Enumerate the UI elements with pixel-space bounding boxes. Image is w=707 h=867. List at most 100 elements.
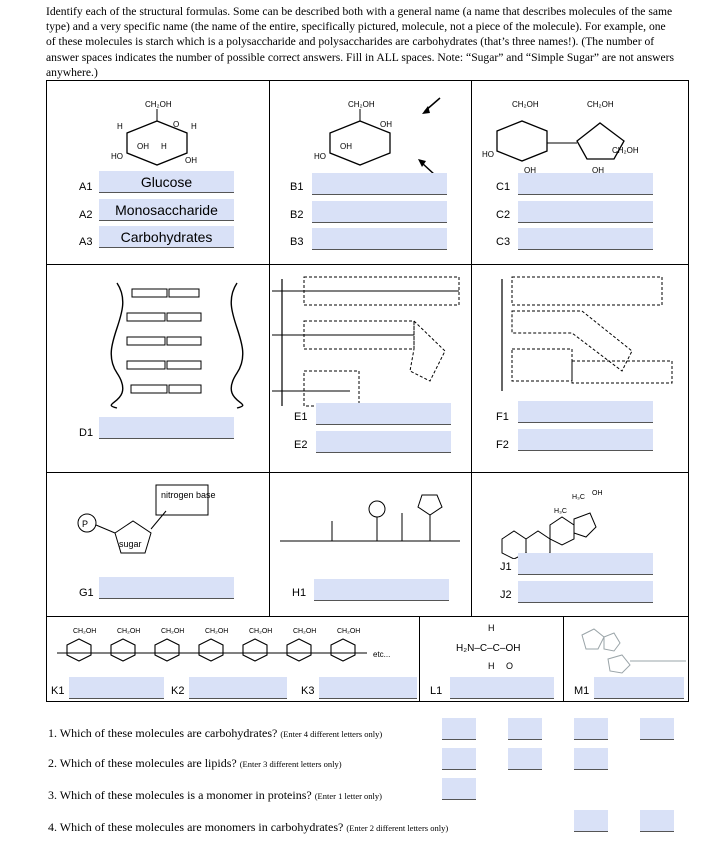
answer-f1[interactable] (518, 401, 653, 423)
cell-a: CH₂OH O H H OH H HO OH H OH A1 Glucose A… (46, 80, 269, 264)
cell-j: H₃C H₃C OH J1 J2 (471, 472, 689, 616)
ch3-label: H₃C (554, 508, 567, 515)
answer-k2[interactable] (189, 677, 287, 699)
answer-b1[interactable] (312, 173, 447, 195)
question-2-text: 2. Which of these molecules are lipids? (48, 756, 237, 770)
q2-answer-3[interactable] (574, 748, 608, 770)
question-4-text: 4. Which of these molecules are monomers… (48, 820, 344, 834)
ch2oh-label: CH₂OH (161, 628, 184, 635)
cell-f: F1 F2 (471, 264, 689, 472)
label-c1: C1 (496, 181, 511, 193)
h-label: H (191, 122, 197, 131)
polypeptide-structure (280, 494, 460, 542)
answer-c1[interactable] (518, 173, 653, 195)
o-label: O (173, 120, 179, 129)
answer-j2[interactable] (518, 581, 653, 603)
cell-k: CH₂OH CH₂OH CH₂OH CH₂OH CH₂OH CH₂OH CH₂O… (46, 616, 419, 702)
answer-l1[interactable] (450, 677, 554, 699)
answer-b3[interactable] (312, 228, 447, 250)
label-j1: J1 (500, 561, 512, 573)
answer-d1[interactable] (99, 417, 234, 439)
steroid-structure: H₃C H₃C OH (501, 490, 603, 559)
oh-label: OH (524, 166, 536, 175)
ch2oh-label: CH₂OH (293, 628, 316, 635)
ho-label: HO (482, 150, 494, 159)
q2-answer-2[interactable] (508, 748, 542, 770)
question-3: 3. Which of these molecules is a monomer… (48, 788, 382, 803)
label-f1: F1 (496, 411, 509, 423)
q1-answer-1[interactable] (442, 718, 476, 740)
q1-answer-4[interactable] (640, 718, 674, 740)
answer-a3[interactable]: Carbohydrates (99, 226, 234, 248)
answer-e1[interactable] (316, 403, 451, 425)
label-a1: A1 (79, 181, 93, 193)
question-4-note: (Enter 2 different letters only) (346, 823, 449, 833)
cell-c: CH₂OH CH₂OH CH₂OH HO OH OH C1 C2 C3 (471, 80, 689, 264)
nitrogen-base-label: nitrogen base (161, 490, 216, 500)
question-4: 4. Which of these molecules are monomers… (48, 820, 448, 835)
cell-g: P sugar nitrogen base G1 (46, 472, 269, 616)
answer-c2[interactable] (518, 201, 653, 223)
ch2oh-label: CH₂OH (512, 100, 539, 109)
oh-label: OH (380, 120, 392, 129)
ch2oh-label: CH₂OH (337, 628, 360, 635)
answer-k1[interactable] (69, 677, 164, 699)
dna-structure (110, 282, 244, 409)
answer-e2[interactable] (316, 431, 451, 453)
label-k2: K2 (171, 685, 185, 697)
answer-a2[interactable]: Monosaccharide (99, 199, 234, 221)
ch2oh-label: CH₂OH (612, 146, 639, 155)
label-f2: F2 (496, 439, 509, 451)
q2-answer-1[interactable] (442, 748, 476, 770)
label-e1: E1 (294, 411, 308, 423)
nucleotide-structure: P sugar nitrogen base (77, 484, 216, 554)
answer-b2[interactable] (312, 201, 447, 223)
question-3-note: (Enter 1 letter only) (314, 791, 382, 801)
starch-structure: CH₂OH CH₂OH CH₂OH CH₂OH CH₂OH CH₂OH CH₂O… (57, 628, 390, 662)
question-1-note: (Enter 4 different letters only) (280, 729, 383, 739)
label-b1: B1 (290, 181, 304, 193)
etc-label: etc... (373, 650, 390, 659)
phosphate-label: P (82, 519, 88, 529)
ch2oh-label: CH₂OH (145, 100, 172, 109)
cell-l: H H₂N–C–C–OH H O L1 (419, 616, 563, 702)
answer-m1[interactable] (594, 677, 684, 699)
answer-g1[interactable] (99, 577, 234, 599)
oh-label: OH (592, 490, 603, 497)
label-k1: K1 (51, 685, 65, 697)
answer-j1[interactable] (518, 553, 653, 575)
amino-acid-label: H₂N–C–C–OH (456, 643, 520, 654)
label-g1: G1 (79, 587, 94, 599)
q4-answer-2[interactable] (640, 810, 674, 832)
answer-h1[interactable] (314, 579, 449, 601)
label-a3: A3 (79, 236, 93, 248)
ch2oh-label: CH₂OH (205, 628, 228, 635)
q4-answer-1[interactable] (574, 810, 608, 832)
label-e2: E2 (294, 439, 308, 451)
ch2oh-label: CH₂OH (117, 628, 140, 635)
label-j2: J2 (500, 589, 512, 601)
ho-label: HO (314, 152, 326, 161)
phospholipid-structure (501, 276, 673, 391)
h-label: H (488, 623, 495, 633)
atp-structure (581, 628, 686, 674)
answer-c3[interactable] (518, 228, 653, 250)
answer-f2[interactable] (518, 429, 653, 451)
q3-answer-1[interactable] (442, 778, 476, 800)
cell-b: CH₂OH OH OH HO OH B1 B2 B3 (269, 80, 471, 264)
label-c3: C3 (496, 236, 511, 248)
answer-a1[interactable]: Glucose (99, 171, 234, 193)
instructions: Identify each of the structural formulas… (46, 4, 676, 80)
question-3-text: 3. Which of these molecules is a monomer… (48, 788, 312, 802)
oh-label: OH (340, 142, 352, 151)
label-b3: B3 (290, 236, 304, 248)
ch2oh-label: CH₂OH (348, 100, 375, 109)
cell-h: H1 (269, 472, 471, 616)
question-2-note: (Enter 3 different letters only) (239, 759, 342, 769)
q1-answer-3[interactable] (574, 718, 608, 740)
cell-e: E1 E2 (269, 264, 471, 472)
q1-answer-2[interactable] (508, 718, 542, 740)
sugar-label: sugar (119, 539, 142, 549)
oh-label: OH (592, 166, 604, 175)
answer-k3[interactable] (319, 677, 417, 699)
